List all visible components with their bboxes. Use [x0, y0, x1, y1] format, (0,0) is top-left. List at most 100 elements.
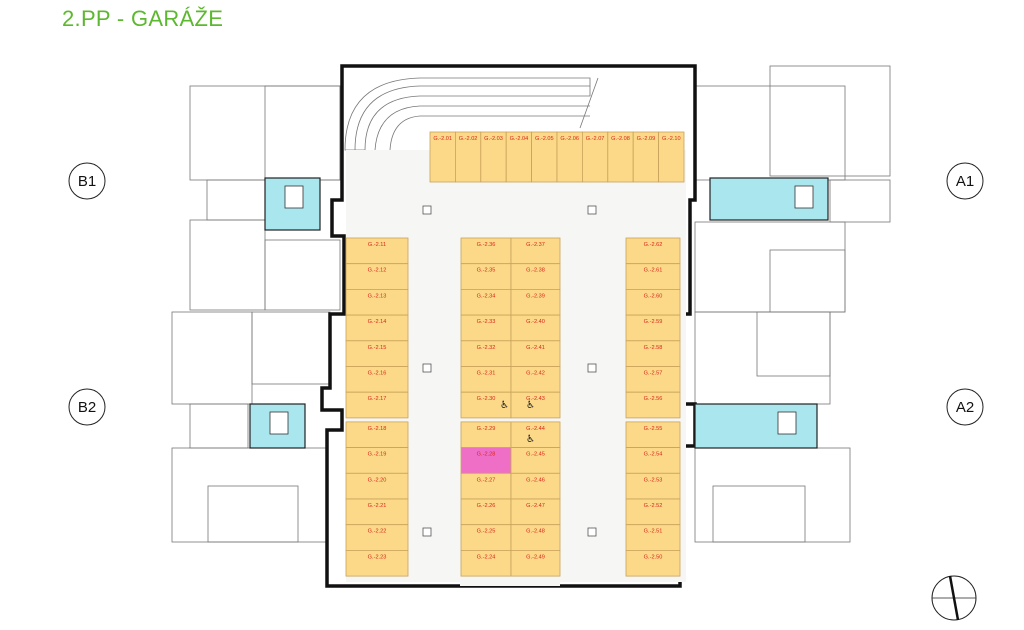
parking-slot-label: G.-2.50: [644, 554, 663, 560]
parking-slot-label: G.-2.19: [368, 452, 387, 458]
parking-slot: [460, 391, 512, 419]
parking-slot-label: G.-2.57: [644, 371, 663, 377]
parking-slot-label: G.-2.25: [477, 529, 496, 535]
parking-slot-label: G.-2.28: [477, 452, 496, 458]
parking-slot: [460, 263, 512, 290]
parking-slot-label: G.-2.06: [560, 136, 579, 142]
parking-slot-label: G.-2.46: [526, 477, 545, 483]
parking-slot: [625, 472, 681, 500]
parking-slot: [510, 421, 561, 448]
parking-slot-label: G.-2.45: [526, 452, 545, 458]
parking-slot-label: G.-2.62: [644, 242, 663, 248]
parking-slot: [658, 131, 685, 183]
parking-slot: [460, 340, 512, 367]
parking-slot-label: G.-2.58: [644, 345, 663, 351]
parking-slot: [510, 237, 561, 265]
parking-slot: [510, 550, 561, 577]
parking-slot-label: G.-2.40: [526, 319, 545, 325]
parking-slot: [345, 472, 409, 500]
parking-slot: [460, 524, 512, 551]
parking-slot: [460, 550, 512, 577]
stair-core-b1: [264, 177, 321, 231]
parking-slot-label: G.-2.10: [662, 136, 681, 142]
parking-slot-label: G.-2.39: [526, 293, 545, 299]
wheelchair-icon: ♿: [526, 434, 535, 445]
parking-slot-label: G.-2.21: [368, 503, 387, 509]
core-label-b1: B1: [78, 173, 96, 190]
parking-slot: [531, 131, 558, 183]
parking-slot-label: G.-2.49: [526, 554, 545, 560]
parking-slot-label: G.-2.18: [368, 426, 387, 432]
parking-slot: [510, 524, 561, 551]
parking-slot: [607, 131, 634, 183]
parking-slot: [460, 447, 512, 474]
parking-slot: [510, 288, 561, 316]
parking-slot: [625, 263, 681, 290]
parking-slot-label: G.-2.33: [477, 319, 496, 325]
core-labels: B1 B2 A1 A2: [68, 162, 984, 426]
parking-slot: [625, 524, 681, 551]
parking-slot-label: G.-2.32: [477, 345, 496, 351]
parking-slot-label: G.-2.53: [644, 477, 663, 483]
parking-slot-label: G.-2.31: [477, 371, 496, 377]
parking-slot-label: G.-2.47: [526, 503, 545, 509]
parking-slot: [345, 314, 409, 342]
parking-slot-label: G.-2.08: [611, 136, 630, 142]
parking-slot: [345, 263, 409, 290]
parking-slot: [345, 340, 409, 367]
parking-slot-label: G.-2.37: [526, 242, 545, 248]
parking-slot-label: G.-2.51: [644, 529, 663, 535]
parking-slot-label: G.-2.23: [368, 554, 387, 560]
parking-slot-label: G.-2.55: [644, 426, 663, 432]
parking-slot-label: G.-2.15: [368, 345, 387, 351]
parking-slot-label: G.-2.29: [477, 426, 496, 432]
parking-slot-label: G.-2.13: [368, 293, 387, 299]
parking-slot-label: G.-2.09: [637, 136, 656, 142]
stair-core-a2: [694, 403, 818, 449]
parking-slot-label: G.-2.42: [526, 371, 545, 377]
parking-slot: [460, 421, 512, 448]
parking-slot-label: G.-2.14: [368, 319, 387, 325]
parking-slot-label: G.-2.01: [433, 136, 452, 142]
parking-slot: [510, 366, 561, 393]
parking-slot: [625, 366, 681, 393]
parking-slot-label: G.-2.34: [477, 293, 496, 299]
parking-slot: [454, 131, 482, 183]
parking-slot: [460, 314, 512, 342]
parking-slot-label: G.-2.07: [586, 136, 605, 142]
parking-slot: [505, 131, 533, 183]
stair-core-b2: [249, 403, 306, 449]
parking-slot-label: G.-2.48: [526, 529, 545, 535]
pillars: [422, 205, 597, 537]
parking-slot: [625, 550, 681, 577]
parking-slot-label: G.-2.60: [644, 293, 663, 299]
parking-slot: [510, 314, 561, 342]
parking-slot-label: G.-2.12: [368, 268, 387, 274]
parking-slot: [632, 131, 660, 183]
parking-slot-label: G.-2.17: [368, 396, 387, 402]
core-label-a1: A1: [956, 173, 974, 190]
core-label-b2: B2: [78, 399, 96, 416]
parking-slot: [345, 391, 409, 419]
parking-slot-label: G.-2.44: [526, 426, 545, 432]
parking-slot-label: G.-2.02: [459, 136, 478, 142]
parking-slot: [510, 340, 561, 367]
parking-slot-label: G.-2.59: [644, 319, 663, 325]
parking-slot: [625, 391, 681, 419]
wheelchair-icon: ♿: [500, 400, 509, 411]
parking-slot-label: G.-2.20: [368, 477, 387, 483]
wheelchair-icon: ♿: [526, 400, 535, 411]
parking-slot-label: G.-2.54: [644, 452, 663, 458]
core-label-a2: A2: [956, 399, 974, 416]
parking-slot: [625, 447, 681, 474]
parking-slot-label: G.-2.35: [477, 268, 496, 274]
parking-slot-label: G.-2.38: [526, 268, 545, 274]
parking-slot: [510, 498, 561, 526]
parking-slot-label: G.-2.52: [644, 503, 663, 509]
parking-slot-label: G.-2.30: [477, 396, 496, 402]
parking-slot: [345, 550, 409, 577]
parking-slot-label: G.-2.27: [477, 477, 496, 483]
north-arrow-icon: [931, 575, 977, 621]
